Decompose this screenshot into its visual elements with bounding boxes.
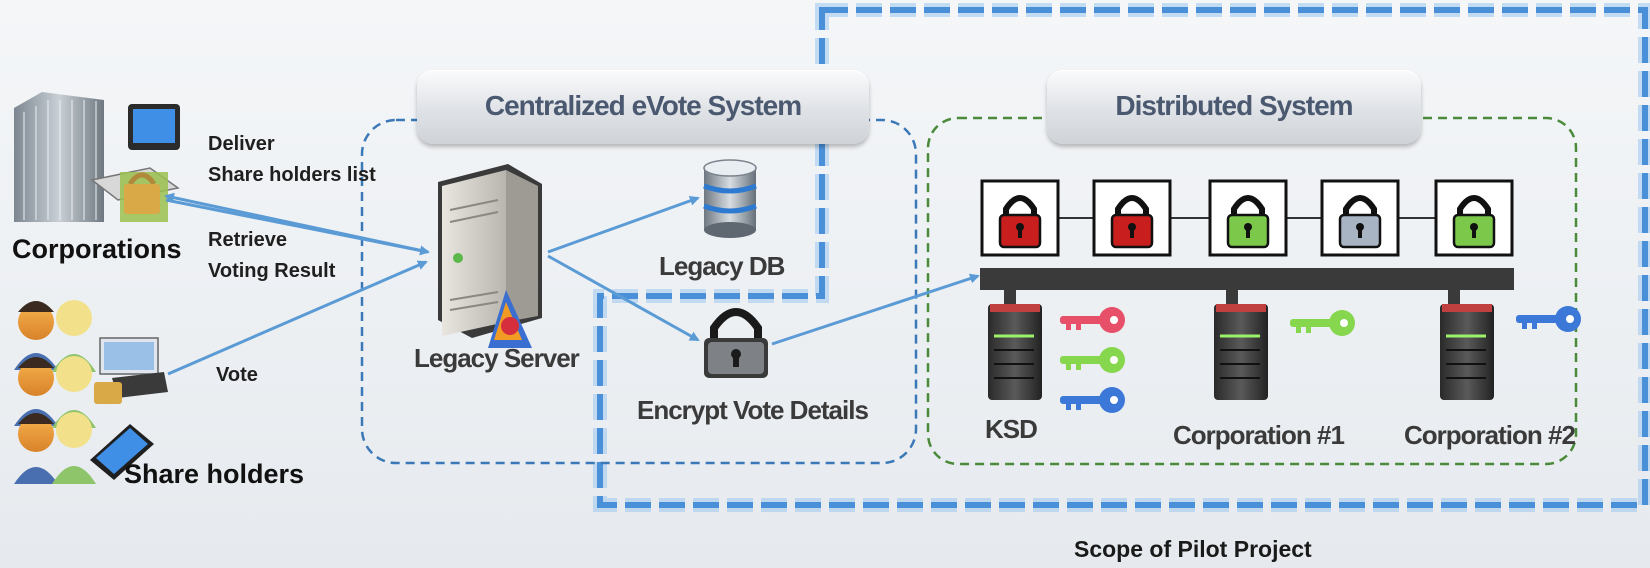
lock-green-icon [1434, 179, 1514, 257]
bus-connectors [1004, 290, 1460, 304]
blue-key-icon [1516, 306, 1581, 332]
distributed-title: Distributed System [1115, 90, 1353, 121]
corp2-label: Corporation #2 [1404, 420, 1576, 450]
distributed-title-tab: Distributed System [1047, 70, 1421, 144]
encrypt-lock-icon [704, 308, 768, 378]
arrow-to-db [547, 196, 700, 254]
corporations-building-icon [14, 92, 104, 222]
arrow-retrieve [165, 198, 430, 256]
legacy-server-icon [438, 164, 542, 338]
lock-red-icon [1092, 179, 1172, 257]
deliver-label-line2: Share holders list [208, 164, 376, 186]
centralized-title: Centralized eVote System [484, 90, 802, 121]
scope-caption: Scope of Pilot Project [1074, 536, 1312, 562]
corporations-label: Corporations [12, 234, 182, 264]
encrypt-label: Encrypt Vote Details [637, 395, 869, 425]
corp2-server-icon [1440, 304, 1494, 400]
computer-lock-icon [90, 104, 180, 222]
keys [1060, 306, 1581, 413]
lock-red-icon [980, 179, 1060, 257]
arrow-to-encrypt [547, 254, 700, 342]
flow-arrows [164, 192, 980, 376]
ksd-server-icon [988, 304, 1042, 400]
green-key-icon [1290, 310, 1355, 336]
laptop-lock-icon [94, 337, 168, 404]
server-logo-icon [488, 290, 532, 348]
legacy-server-label: Legacy Server [414, 343, 580, 373]
retrieve-label-line1: Retrieve [208, 229, 287, 251]
arrow-vote [167, 260, 428, 376]
lock-chain [980, 179, 1514, 257]
deliver-label: Deliver Share holders list [208, 129, 376, 191]
blue-key-icon [1060, 387, 1125, 413]
vote-label: Vote [216, 364, 258, 386]
phone-icon [90, 424, 154, 480]
green-key-icon [1060, 347, 1125, 373]
network-bus [980, 268, 1514, 290]
lock-gray-icon [1320, 179, 1400, 257]
arrow-to-distributed [771, 273, 980, 346]
distributed-group-border [926, 116, 1578, 466]
shareholders-label: Share holders [124, 459, 305, 489]
corp1-label: Corporation #1 [1173, 420, 1345, 450]
legacy-db-label: Legacy DB [659, 251, 785, 281]
shareholders-people-icon [14, 300, 96, 484]
red-key-icon [1060, 307, 1125, 333]
deliver-label-line1: Deliver [208, 133, 275, 155]
retrieve-label: Retrieve Voting Result [208, 225, 335, 287]
retrieve-label-line2: Voting Result [208, 260, 336, 282]
corp1-server-icon [1214, 304, 1268, 400]
scope-outline [593, 3, 1650, 512]
legacy-db-icon [703, 159, 757, 238]
lock-green-icon [1208, 179, 1288, 257]
centralized-title-tab: Centralized eVote System [417, 70, 869, 144]
ksd-label: KSD [985, 414, 1038, 444]
